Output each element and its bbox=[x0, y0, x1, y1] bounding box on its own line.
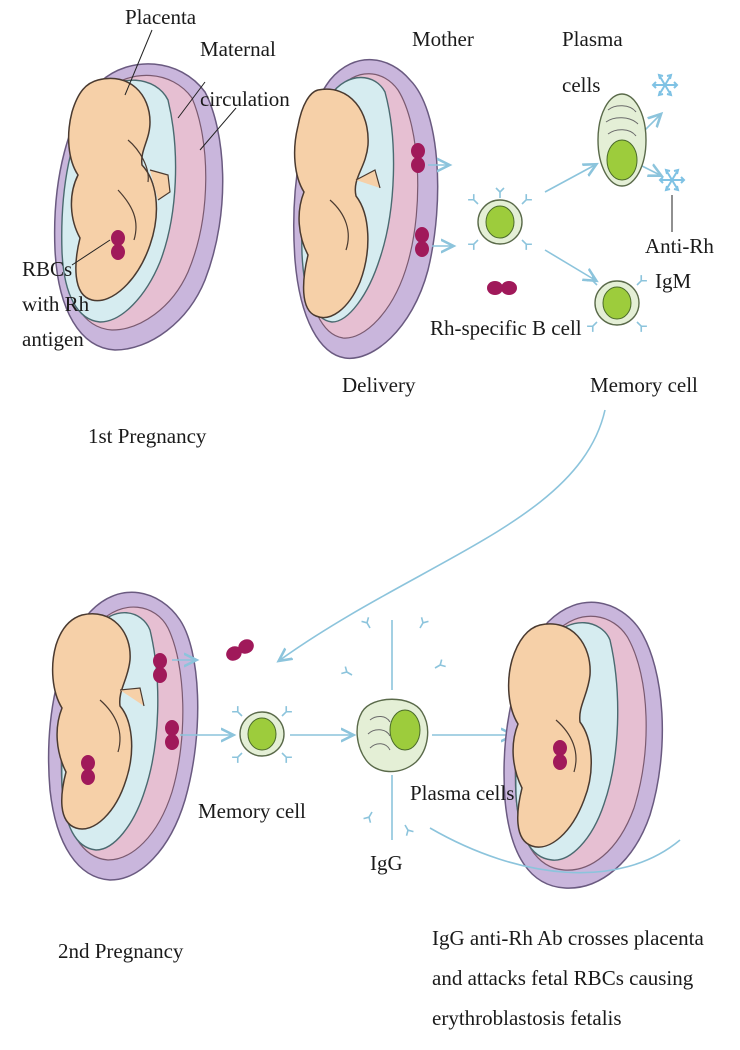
label-igg: IgG bbox=[370, 851, 403, 875]
label-plasma: Plasma bbox=[562, 27, 623, 51]
fetus-3 bbox=[509, 624, 592, 847]
label-cells: cells bbox=[562, 73, 600, 97]
label-memory-cell-top: Memory cell bbox=[590, 373, 698, 397]
memory-cell-bottom bbox=[232, 706, 292, 763]
label-maternal: Maternal bbox=[200, 37, 276, 61]
label-first-pregnancy: 1st Pregnancy bbox=[88, 424, 207, 448]
caption-line-1: IgG anti-Rh Ab crosses placenta bbox=[432, 926, 704, 950]
label-delivery: Delivery bbox=[342, 373, 416, 397]
label-second-pregnancy: 2nd Pregnancy bbox=[58, 939, 184, 963]
plasma-cell-top bbox=[598, 94, 646, 186]
label-plasma-cells-bottom: Plasma cells bbox=[410, 781, 514, 805]
second-pregnancy-uterus bbox=[49, 592, 198, 880]
label-mother: Mother bbox=[412, 27, 474, 51]
snowflake-icon bbox=[660, 170, 684, 190]
plasma-cell-bottom bbox=[357, 699, 428, 771]
affected-uterus bbox=[504, 602, 662, 888]
label-placenta: Placenta bbox=[125, 5, 197, 29]
label-memory-cell-bottom: Memory cell bbox=[198, 799, 306, 823]
rbc-icon bbox=[487, 281, 517, 295]
delivery-uterus bbox=[294, 60, 438, 359]
label-circulation: circulation bbox=[200, 87, 290, 111]
label-igm: IgM bbox=[655, 269, 691, 293]
rbc-icon bbox=[224, 636, 257, 663]
label-anti-rh: Anti-Rh bbox=[645, 234, 714, 258]
memory-cell-top bbox=[587, 275, 647, 332]
label-rbcs: RBCs bbox=[22, 257, 72, 281]
label-antigen: antigen bbox=[22, 327, 84, 351]
caption-line-2: and attacks fetal RBCs causing bbox=[432, 966, 694, 990]
label-rh-specific-b-cell: Rh-specific B cell bbox=[430, 316, 582, 340]
caption-line-3: erythroblastosis fetalis bbox=[432, 1006, 622, 1030]
snowflake-icon bbox=[653, 75, 677, 95]
label-with-rh: with Rh bbox=[22, 292, 90, 316]
rh-b-cell bbox=[468, 188, 532, 250]
